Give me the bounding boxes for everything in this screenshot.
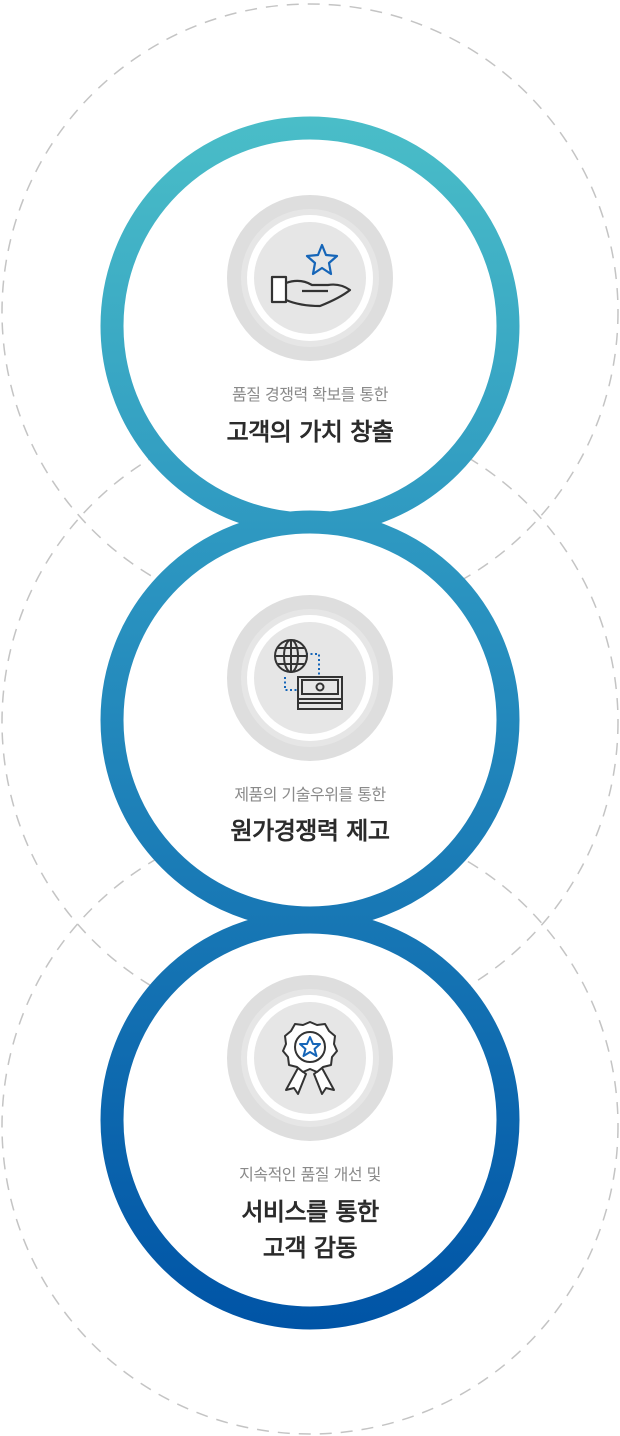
item-title: 고객의 가치 창출 — [226, 418, 394, 446]
item-subtitle: 제품의 기술우위를 통한 — [234, 785, 386, 804]
item-subtitle: 품질 경쟁력 확보를 통한 — [232, 385, 388, 404]
item-title: 서비스를 통한 — [241, 1198, 379, 1226]
hand-star-icon — [270, 243, 352, 308]
item-title: 원가경쟁력 제고 — [230, 817, 390, 845]
item-title: 고객 감동 — [262, 1234, 358, 1262]
award-ribbon-icon — [282, 1021, 338, 1095]
globe-money-icon — [274, 639, 343, 710]
item-subtitle: 지속적인 품질 개선 및 — [239, 1165, 381, 1184]
